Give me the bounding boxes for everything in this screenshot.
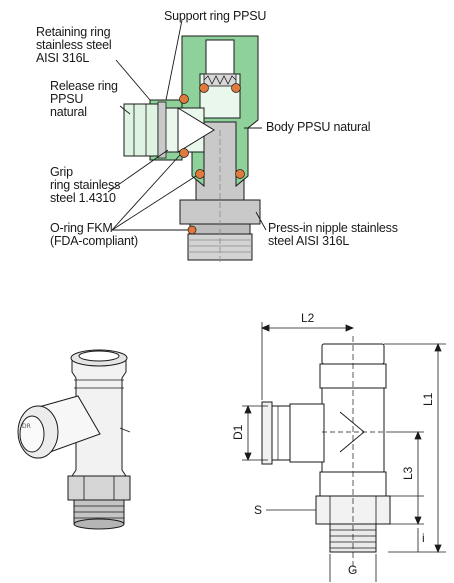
- dim-i: i: [422, 531, 425, 545]
- label-release-ring: Release ring PPSU natural: [50, 79, 118, 119]
- dimension-drawing: [261, 336, 391, 572]
- dim-g: G: [348, 563, 358, 577]
- label-body: Body PPSU natural: [266, 120, 371, 134]
- label-nipple: Press-in nipple stainless steel AISI 316…: [268, 221, 398, 248]
- leader-lines: [107, 19, 267, 231]
- release-ring: [123, 101, 167, 159]
- dim-l2: L2: [301, 311, 315, 325]
- dim-d1: D1: [231, 424, 245, 440]
- label-grip-ring: Grip ring stainless steel 1.4310: [50, 165, 121, 205]
- svg-text:DR: DR: [22, 423, 31, 430]
- o-rings: [179, 83, 245, 235]
- fitting-3d-view: DR: [17, 349, 131, 530]
- support-ring: [203, 73, 237, 87]
- dim-l3: L3: [401, 466, 415, 480]
- dimension-lines: [242, 322, 446, 582]
- dim-s: S: [254, 503, 263, 517]
- label-o-ring: O-ring FKM (FDA-compliant): [50, 221, 138, 248]
- label-support-ring: Support ring PPSU: [164, 9, 267, 23]
- dim-l1: L1: [421, 392, 435, 406]
- label-retaining-ring: Retaining ring stainless steel AISI 316L: [36, 25, 112, 65]
